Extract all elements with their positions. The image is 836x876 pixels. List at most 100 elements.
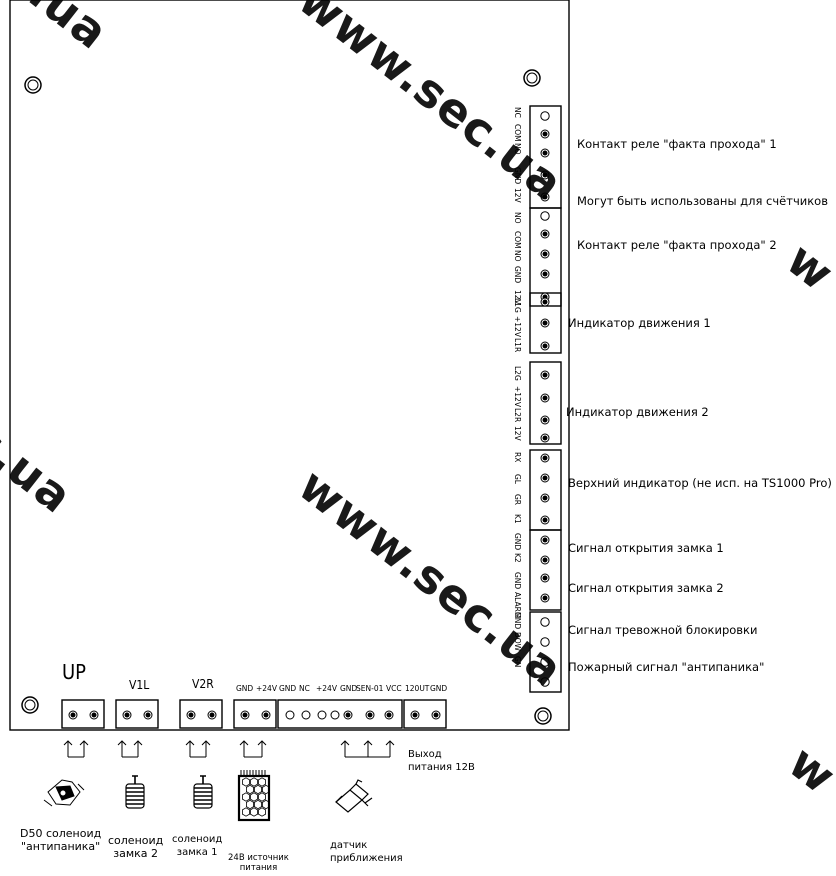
bottom-pin-label: NC bbox=[299, 684, 310, 693]
psu-vent bbox=[249, 792, 259, 802]
psu-vent bbox=[257, 807, 267, 817]
terminal-pin-screw bbox=[367, 712, 373, 718]
arrow-up bbox=[63, 740, 89, 758]
power-supply-icon bbox=[237, 770, 271, 822]
psu-vent bbox=[249, 777, 259, 787]
right-pin-label: GL bbox=[513, 474, 522, 484]
caption-sol2: соленоид замка 2 bbox=[108, 834, 164, 860]
psu-vent bbox=[245, 784, 255, 795]
mounting-hole bbox=[523, 69, 541, 87]
terminal-pin bbox=[317, 710, 327, 720]
psu-vent bbox=[245, 799, 255, 810]
terminal-block-motion2 bbox=[529, 361, 562, 445]
terminal-pin bbox=[285, 710, 295, 720]
board-outline bbox=[9, 0, 570, 731]
terminal-pin-screw bbox=[542, 475, 548, 481]
terminal-pin-screw bbox=[188, 712, 194, 718]
mounting-hole bbox=[534, 707, 552, 725]
psu-vent bbox=[241, 792, 251, 802]
mounting-hole bbox=[537, 710, 549, 722]
mounting-hole bbox=[21, 696, 39, 714]
bottom-pin-label: GND bbox=[430, 684, 448, 693]
header-v2r: V2R bbox=[192, 677, 214, 691]
right-pin-label: GND bbox=[513, 266, 522, 284]
terminal-pin-screw bbox=[542, 495, 548, 501]
label-fire: Пожарный сигнал "антипаника" bbox=[568, 660, 765, 674]
terminal-pin-screw bbox=[542, 372, 548, 378]
psu-vent bbox=[257, 777, 267, 787]
bottom-pin-label: GND bbox=[279, 684, 297, 693]
right-pin-label: GR bbox=[513, 494, 522, 506]
terminal-pin-screw bbox=[386, 712, 392, 718]
arrow-v1l bbox=[117, 740, 143, 758]
terminal-pin bbox=[540, 637, 550, 647]
terminal-pin-screw bbox=[91, 712, 97, 718]
terminal-pin-screw bbox=[542, 271, 548, 277]
psu-vent bbox=[257, 792, 267, 802]
right-pin-label: 12V bbox=[513, 426, 522, 441]
terminal-block-up bbox=[61, 699, 105, 729]
terminal-pin-screw bbox=[70, 712, 76, 718]
right-pin-label: NO bbox=[513, 250, 522, 262]
mounting-hole bbox=[24, 699, 36, 711]
terminal-pin-screw bbox=[542, 194, 548, 200]
solenoid-lock1-icon bbox=[193, 775, 213, 809]
right-pin-label: COM bbox=[513, 231, 522, 249]
terminal-pin-screw bbox=[345, 712, 351, 718]
label-top-indicator: Верхний индикатор (не исп. на TS1000 Pro… bbox=[568, 476, 832, 490]
right-terminal-pins bbox=[540, 111, 550, 687]
terminal-pin-screw bbox=[145, 712, 151, 718]
terminal-pin-screw bbox=[433, 712, 439, 718]
bottom-terminals bbox=[61, 699, 447, 729]
arrow-24v bbox=[239, 740, 267, 758]
terminal-pin-screw bbox=[542, 131, 548, 137]
label-relay2: Контакт реле "факта прохода" 2 bbox=[577, 238, 777, 252]
psu-vent bbox=[241, 807, 251, 817]
psu-vent bbox=[261, 799, 271, 810]
psu-vent bbox=[241, 777, 251, 787]
terminal-block-12v-out bbox=[403, 699, 447, 729]
bottom-pin-label: SEN-01 bbox=[356, 684, 384, 693]
terminal-pin-screw bbox=[209, 712, 215, 718]
caption-d50: D50 соленоид "антипаника" bbox=[20, 827, 102, 853]
psu-vent bbox=[249, 807, 259, 817]
right-pin-label: K1 bbox=[513, 514, 522, 524]
mounting-hole bbox=[24, 76, 42, 94]
terminal-pin-screw bbox=[542, 231, 548, 237]
caption-psu: 24В источник питания bbox=[228, 853, 289, 872]
label-motion1: Индикатор движения 1 bbox=[568, 316, 711, 330]
terminal-pin-screw bbox=[542, 575, 548, 581]
terminal-pin-screw bbox=[542, 150, 548, 156]
bottom-pin-label: +24V bbox=[256, 684, 277, 693]
bottom-pin-label: VCC bbox=[386, 684, 402, 693]
terminal-block-alarm bbox=[529, 611, 562, 693]
psu-vent bbox=[253, 784, 263, 795]
terminal-pin-screw bbox=[542, 320, 548, 326]
terminal-pin-screw bbox=[412, 712, 418, 718]
mounting-hole bbox=[27, 79, 39, 91]
right-terminals bbox=[529, 105, 562, 693]
terminal-pin-screw bbox=[542, 251, 548, 257]
terminal-pin bbox=[301, 710, 311, 720]
caption-out12: Выход питания 12В bbox=[408, 749, 475, 773]
header-v1l: V1L bbox=[129, 678, 150, 692]
bottom-pin-label: 120UT bbox=[405, 684, 430, 693]
terminal-pin bbox=[540, 617, 550, 627]
arrow-sensor bbox=[340, 740, 395, 758]
terminal-pin-screw bbox=[542, 395, 548, 401]
terminal-block-sensor bbox=[277, 699, 403, 729]
terminal-pin-screw bbox=[242, 712, 248, 718]
right-pin-label: NO bbox=[513, 212, 522, 224]
right-pin-label: NC bbox=[513, 107, 522, 118]
terminal-block-lock bbox=[529, 529, 562, 611]
terminal-block-24v bbox=[233, 699, 277, 729]
label-lock1: Сигнал открытия замка 1 bbox=[568, 541, 724, 555]
proximity-sensor-icon bbox=[335, 779, 373, 813]
label-alarm: Сигнал тревожной блокировки bbox=[568, 623, 758, 637]
terminal-block-v1l bbox=[115, 699, 159, 729]
right-pin-label: L1G bbox=[513, 298, 522, 313]
terminal-pin-screw bbox=[542, 517, 548, 523]
terminal-pin-screw bbox=[542, 343, 548, 349]
label-motion2: Индикатор движения 2 bbox=[566, 405, 709, 419]
